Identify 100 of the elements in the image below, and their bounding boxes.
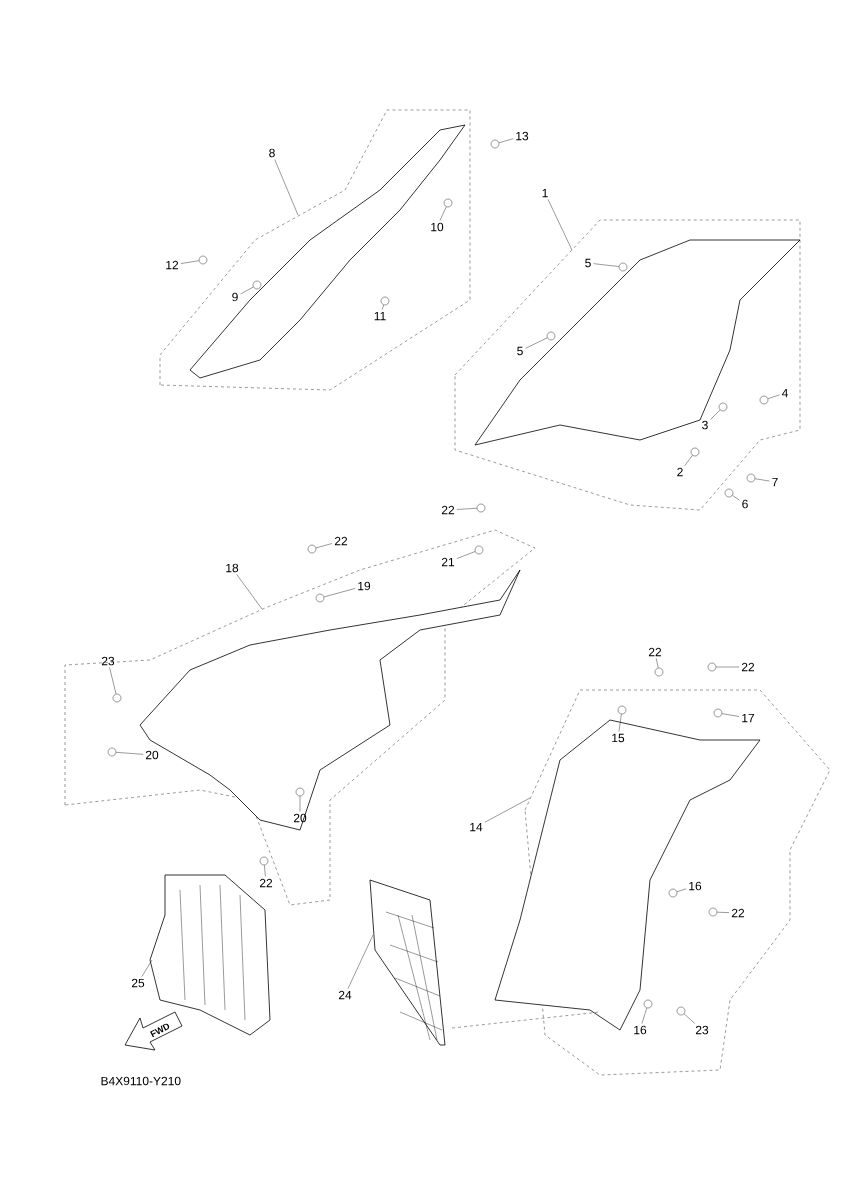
fastener-drawing bbox=[708, 907, 718, 917]
callout-number: 5 bbox=[517, 346, 523, 356]
fastener-drawing bbox=[107, 747, 117, 757]
leader-line bbox=[236, 574, 263, 610]
dashed-group-outline bbox=[454, 219, 801, 511]
callout-number: 22 bbox=[259, 878, 273, 888]
callout-number: 22 bbox=[731, 908, 745, 918]
leader-line bbox=[754, 478, 770, 482]
fastener-drawing bbox=[476, 503, 486, 513]
fastener-drawing bbox=[307, 544, 317, 554]
callout-number: 22 bbox=[648, 647, 662, 657]
leader-line bbox=[315, 543, 333, 549]
fastener-drawing bbox=[198, 255, 208, 265]
callout-number: 18 bbox=[226, 563, 239, 573]
leader-line bbox=[498, 138, 514, 143]
callout-number: 6 bbox=[742, 499, 748, 509]
callout-number: 17 bbox=[742, 713, 755, 723]
leader-line bbox=[767, 394, 780, 399]
callout-number: 3 bbox=[702, 420, 708, 430]
callout-number: 20 bbox=[293, 813, 307, 823]
callout-number: 15 bbox=[612, 733, 625, 743]
leader-line bbox=[180, 260, 200, 264]
leader-line bbox=[484, 797, 531, 823]
fastener-drawing bbox=[713, 708, 723, 718]
leader-line bbox=[641, 1007, 647, 1024]
callout-number: 25 bbox=[131, 978, 145, 988]
callout-number: 7 bbox=[772, 477, 778, 487]
leader-line bbox=[525, 337, 548, 349]
callout-number: 11 bbox=[374, 311, 386, 321]
callout-number: 23 bbox=[695, 1025, 709, 1035]
fastener-drawing bbox=[759, 395, 769, 405]
callout-number: 12 bbox=[166, 260, 179, 270]
dashed-group-outline bbox=[64, 529, 536, 906]
fastener-drawing bbox=[295, 787, 305, 797]
leader-line bbox=[264, 865, 266, 877]
fastener-drawing bbox=[315, 593, 325, 603]
callout-number: 22 bbox=[441, 505, 455, 515]
leader-line bbox=[676, 888, 687, 892]
leader-line bbox=[347, 934, 374, 989]
callout-number: 10 bbox=[431, 222, 444, 232]
leader-line bbox=[618, 713, 622, 732]
leader-line bbox=[683, 1013, 696, 1024]
callout-number: 9 bbox=[232, 292, 238, 302]
direction-label: FWD bbox=[150, 1023, 170, 1038]
fastener-drawing bbox=[259, 856, 269, 866]
leader-line bbox=[732, 495, 740, 501]
fastener-drawing bbox=[380, 296, 390, 306]
leader-line bbox=[721, 713, 740, 717]
fastener-drawing bbox=[707, 662, 717, 672]
leader-line bbox=[456, 551, 476, 559]
callout-number: 8 bbox=[269, 148, 275, 158]
callout-number: 24 bbox=[338, 990, 352, 1000]
callout-number: 20 bbox=[145, 750, 159, 760]
fastener-drawing bbox=[724, 488, 734, 498]
fastener-drawing bbox=[252, 280, 262, 290]
callout-number: 21 bbox=[441, 557, 455, 567]
fastener-drawing bbox=[443, 198, 453, 208]
fastener-drawing bbox=[654, 667, 664, 677]
fastener-drawing bbox=[643, 999, 653, 1009]
fastener-drawing bbox=[112, 693, 122, 703]
radiator-cover-drawing bbox=[369, 879, 446, 1046]
leader-line bbox=[656, 658, 659, 669]
leader-line bbox=[116, 752, 144, 755]
callout-number: 1 bbox=[542, 188, 548, 198]
fastener-drawing bbox=[690, 447, 700, 457]
fastener-drawing bbox=[668, 888, 678, 898]
leader-line bbox=[381, 304, 384, 310]
fastener-drawing bbox=[474, 545, 484, 555]
leader-line bbox=[716, 666, 740, 668]
leader-line bbox=[323, 588, 356, 598]
fastener-drawing bbox=[618, 262, 628, 272]
dashed-group-outline bbox=[159, 109, 471, 391]
fastener-drawing bbox=[490, 139, 500, 149]
fastener-drawing bbox=[676, 1006, 686, 1016]
fastener-drawing bbox=[746, 473, 756, 483]
radiator-cover-drawing bbox=[149, 874, 271, 1036]
callout-number: 22 bbox=[334, 536, 348, 546]
leader-line bbox=[710, 409, 721, 420]
leader-line bbox=[547, 199, 573, 251]
callout-number: 16 bbox=[634, 1025, 647, 1035]
part-code: B4X9110-Y210 bbox=[101, 1076, 181, 1086]
leader-line bbox=[299, 796, 301, 812]
fastener-drawing bbox=[546, 331, 556, 341]
callout-number: 4 bbox=[781, 388, 788, 398]
leader-line bbox=[717, 911, 730, 913]
leader-line bbox=[456, 508, 477, 510]
leader-line bbox=[141, 959, 153, 977]
callout-number: 2 bbox=[677, 467, 683, 477]
leader-line bbox=[593, 263, 620, 267]
callout-number: 19 bbox=[358, 581, 371, 591]
leader-line bbox=[240, 286, 254, 295]
leader-line bbox=[274, 159, 299, 216]
callout-number: 22 bbox=[741, 662, 755, 672]
leader-line bbox=[109, 667, 117, 695]
callout-number: 16 bbox=[689, 881, 702, 891]
callout-number: 14 bbox=[470, 822, 483, 832]
leader-line bbox=[684, 455, 693, 466]
fastener-drawing bbox=[617, 705, 627, 715]
callout-number: 23 bbox=[101, 656, 115, 666]
dashed-group-outline bbox=[524, 689, 831, 1076]
